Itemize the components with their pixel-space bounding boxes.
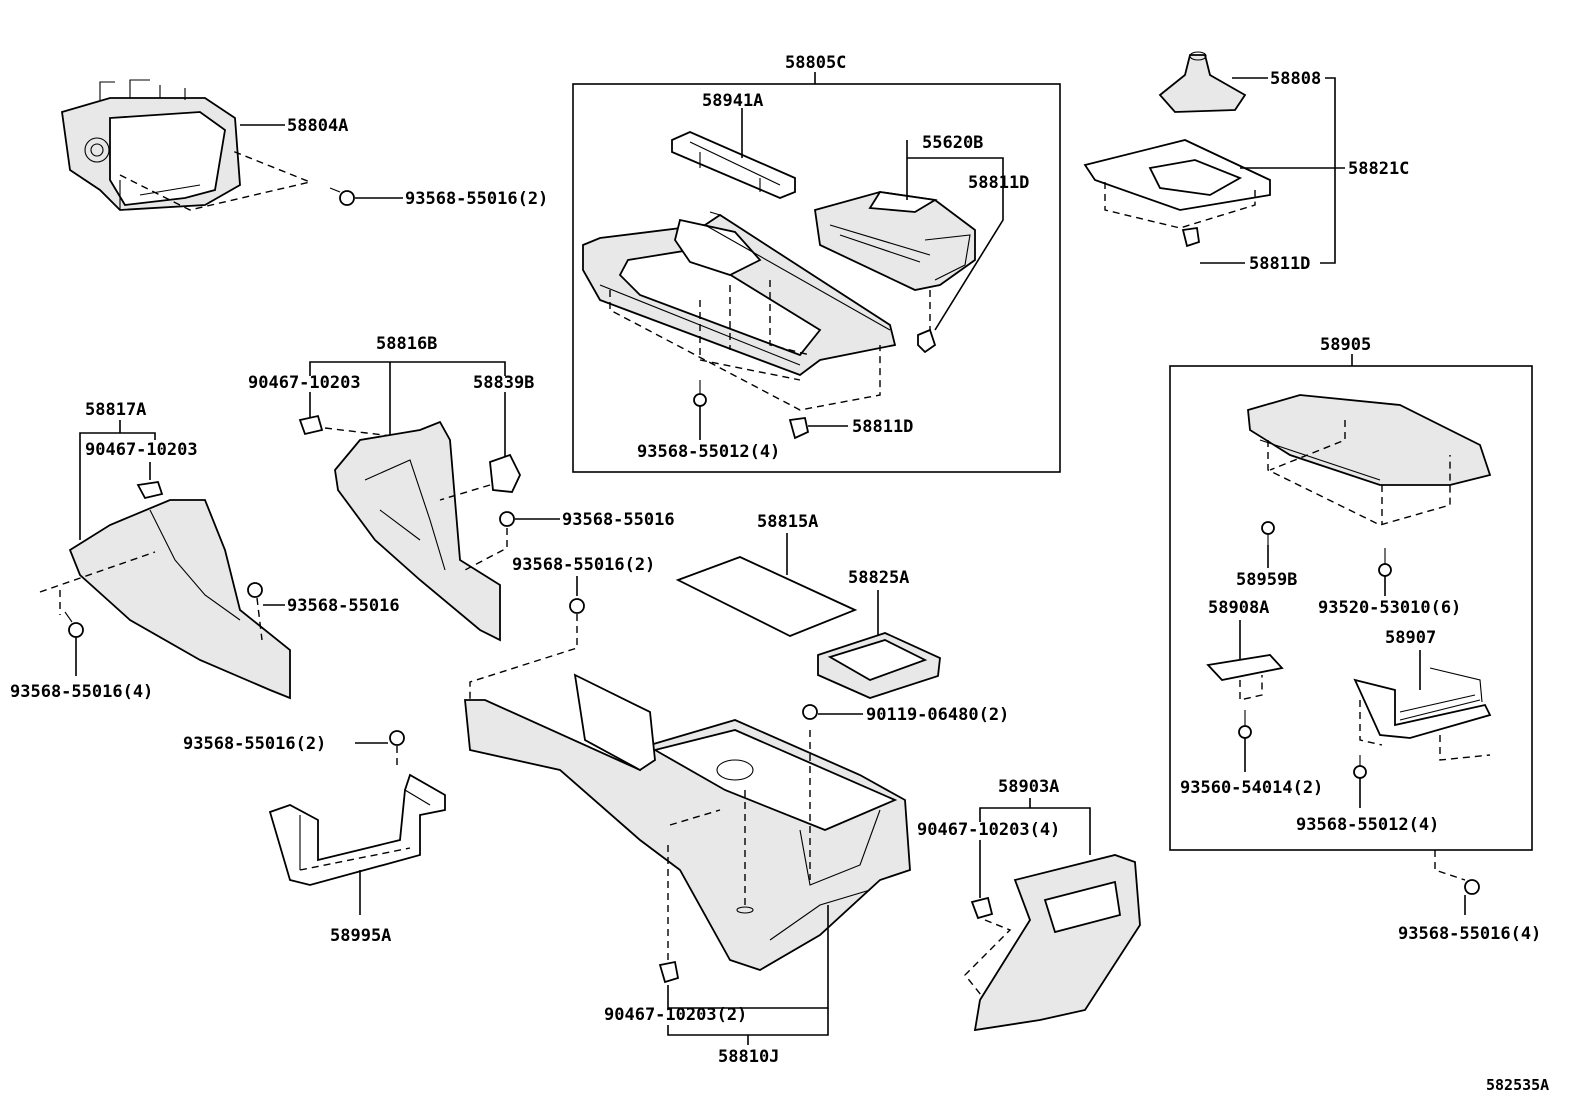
part-58810J-drawing xyxy=(464,673,911,971)
label-58908A: 58908A xyxy=(1208,598,1269,618)
label-93560-54014-2: 93560-54014(2) xyxy=(1180,778,1323,798)
label-58815A: 58815A xyxy=(757,512,818,532)
part-58839B-drawing xyxy=(489,453,522,493)
label-58825A: 58825A xyxy=(848,568,909,588)
part-58941A-drawing xyxy=(671,131,796,199)
label-58817A: 58817A xyxy=(85,400,146,420)
clip-icon xyxy=(136,480,164,500)
label-93568-55012-4-b: 93568-55012(4) xyxy=(1296,815,1439,835)
label-93520-53010-6: 93520-53010(6) xyxy=(1318,598,1461,618)
part-58908A-drawing xyxy=(1206,654,1284,681)
label-58941A: 58941A xyxy=(702,91,763,111)
part-58821C-drawing xyxy=(1083,139,1271,211)
screw-icon xyxy=(693,380,707,407)
clip-icon xyxy=(917,328,937,354)
diagram-id: 582535A xyxy=(1486,1076,1549,1094)
label-58808: 58808 xyxy=(1270,69,1321,89)
screw-icon xyxy=(802,704,818,720)
label-93568-55016-4-left: 93568-55016(4) xyxy=(10,682,153,702)
label-58839B: 58839B xyxy=(473,373,534,393)
label-90467-10203-a: 90467-10203 xyxy=(248,373,361,393)
label-58959B: 58959B xyxy=(1236,570,1297,590)
label-58810J: 58810J xyxy=(718,1047,779,1067)
clip-icon xyxy=(970,896,994,920)
clip-icon xyxy=(1181,226,1200,248)
clip-icon xyxy=(788,416,810,440)
group-box-58905 xyxy=(1169,365,1533,851)
label-93568-55016-2-mid: 93568-55016(2) xyxy=(512,555,655,575)
label-90467-10203-4: 90467-10203(4) xyxy=(917,820,1060,840)
screw-icon xyxy=(569,598,585,614)
screw-icon xyxy=(1238,710,1252,739)
label-93568-55016-4-right: 93568-55016(4) xyxy=(1398,924,1541,944)
label-93568-55016-left: 93568-55016 xyxy=(287,596,400,616)
part-55620B-drawing xyxy=(813,191,976,291)
label-93568-55012-4-a: 93568-55012(4) xyxy=(637,442,780,462)
part-58825A-drawing xyxy=(817,632,941,699)
screw-icon xyxy=(499,511,515,527)
label-93568-55016-mid: 93568-55016 xyxy=(562,510,675,530)
label-93568-55016-2-top: 93568-55016(2) xyxy=(405,189,548,209)
label-58805C: 58805C xyxy=(785,53,846,73)
screw-icon xyxy=(1353,755,1367,779)
screw-icon xyxy=(1378,548,1392,577)
label-58811D-c: 58811D xyxy=(1249,254,1310,274)
part-58816B-drawing xyxy=(334,420,501,642)
screw-icon xyxy=(389,730,405,746)
label-58907: 58907 xyxy=(1385,628,1436,648)
label-55620B: 55620B xyxy=(922,133,983,153)
screw-icon xyxy=(64,611,84,638)
part-58995A-drawing xyxy=(268,773,446,886)
screw-icon xyxy=(1261,521,1275,545)
screw-icon xyxy=(1464,879,1480,895)
label-90467-10203-b: 90467-10203 xyxy=(85,440,198,460)
label-58995A: 58995A xyxy=(330,926,391,946)
screw-icon xyxy=(329,187,355,206)
part-58907-drawing xyxy=(1353,667,1492,739)
label-58811D-b: 58811D xyxy=(852,417,913,437)
label-58905: 58905 xyxy=(1320,335,1371,355)
label-90119-06480-2: 90119-06480(2) xyxy=(866,705,1009,725)
label-58804A: 58804A xyxy=(287,116,348,136)
label-90467-10203-2: 90467-10203(2) xyxy=(604,1005,747,1025)
part-58817A-drawing xyxy=(68,499,291,700)
part-58808-drawing xyxy=(1158,51,1247,113)
clip-icon xyxy=(298,414,324,436)
label-58816B: 58816B xyxy=(376,334,437,354)
clip-icon xyxy=(658,960,680,984)
group-box-58805C xyxy=(572,83,1061,473)
screw-icon xyxy=(247,582,263,598)
label-93568-55016-2-low: 93568-55016(2) xyxy=(183,734,326,754)
part-58903A-drawing xyxy=(973,854,1141,1032)
part-58804A-drawing xyxy=(61,79,241,211)
part-58815A-drawing xyxy=(675,556,858,637)
part-armrest-lid-drawing xyxy=(1247,394,1492,486)
label-58903A: 58903A xyxy=(998,777,1059,797)
label-58811D-a: 58811D xyxy=(968,173,1029,193)
label-58821C: 58821C xyxy=(1348,159,1409,179)
